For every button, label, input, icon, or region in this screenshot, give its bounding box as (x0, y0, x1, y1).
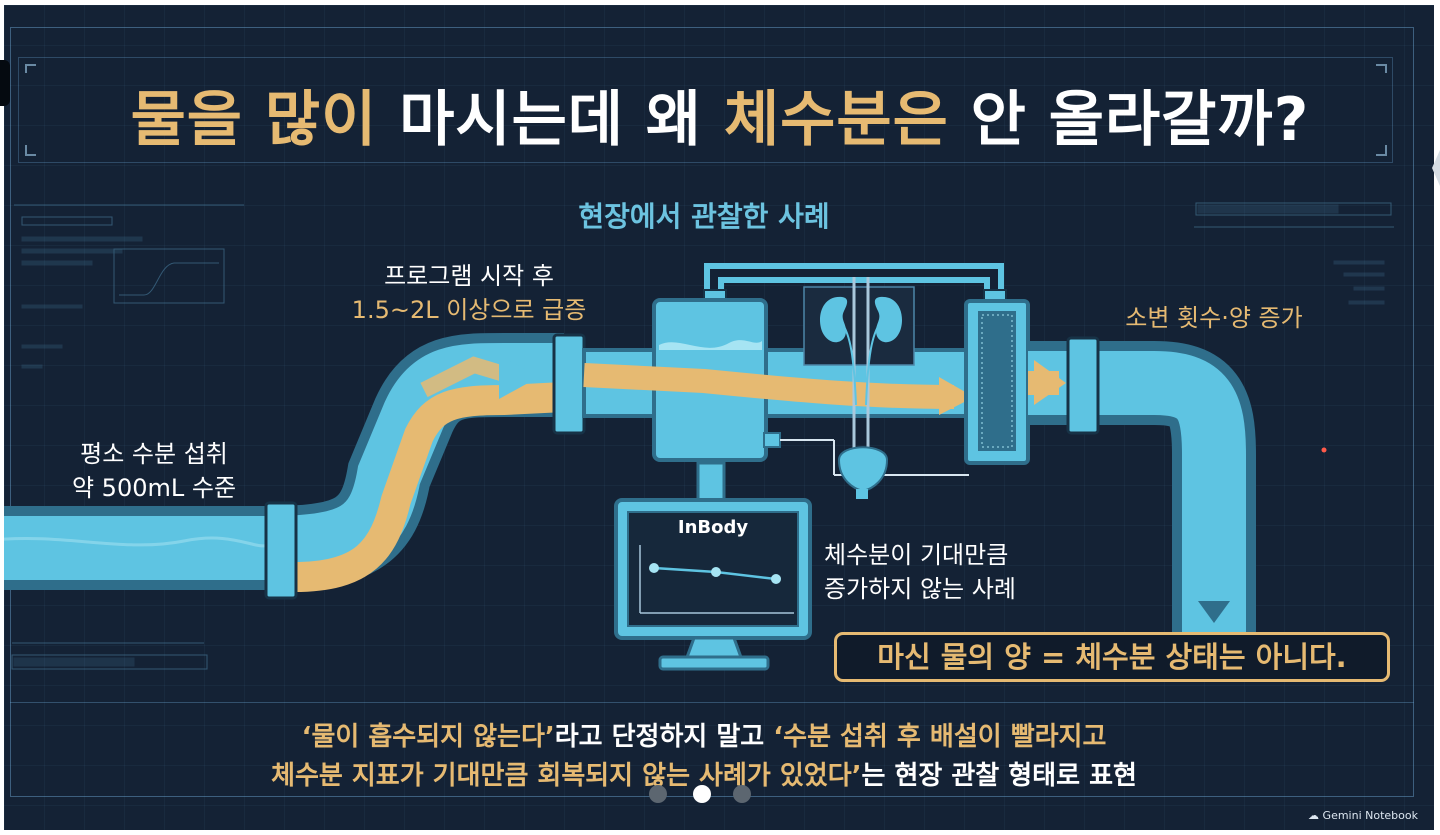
next-slide-arrow-icon[interactable] (1432, 150, 1440, 186)
page-title: 물을 많이 마시는데 왜 체수분은 안 올라갈까? (130, 85, 1310, 155)
title-frame (18, 57, 1393, 163)
page-dot-3[interactable] (733, 785, 751, 803)
watermark: ☁ Gemini Notebook (1308, 809, 1418, 822)
right-hud-panel (1194, 202, 1394, 305)
slide: InBody 물을 많이 마시는데 왜 체수분은 안 올라갈까? 현장에서 관찰… (4, 5, 1434, 830)
inbody-monitor: InBody (614, 461, 812, 671)
conclusion-box: 마신 물의 양 = 체수분 상태는 아니다. (834, 632, 1390, 682)
chart-point (771, 574, 781, 584)
chart-point (711, 567, 721, 577)
page-dot-2[interactable] (693, 785, 711, 803)
normal-intake-label: 평소 수분 섭취 약 500mL 수준 (71, 440, 237, 502)
pipeline-diagram: InBody (4, 64, 1394, 671)
program-label: 프로그램 시작 후 1.5~2L 이상으로 급증 (351, 262, 587, 324)
filter-unit (964, 299, 1030, 465)
monitor-brand: InBody (678, 517, 748, 538)
chart-point (649, 563, 659, 573)
outer-frame (10, 27, 1414, 797)
divider (10, 702, 1414, 703)
subtitle: 현장에서 관찰한 사례 (578, 200, 830, 233)
inflow-pipe (4, 333, 586, 600)
kidneys-icon (803, 277, 915, 455)
bottom-caption: ‘물이 흡수되지 않는다’라고 단정하지 말고 ‘수분 섭취 후 배설이 빨라지… (271, 722, 1137, 791)
left-hud-panel (11, 204, 244, 670)
page-dot-1[interactable] (649, 785, 667, 803)
case-label: 체수분이 기대만큼 증가하지 않는 사례 (824, 541, 1016, 603)
outflow-pipe (1028, 336, 1327, 645)
notebook-logo-icon: ☁ (1308, 809, 1320, 822)
left-edge-tab (0, 60, 10, 106)
bladder-icon (837, 446, 889, 499)
mixing-chamber (582, 298, 986, 476)
urination-label: 소변 횟수·양 증가 (1125, 304, 1303, 332)
